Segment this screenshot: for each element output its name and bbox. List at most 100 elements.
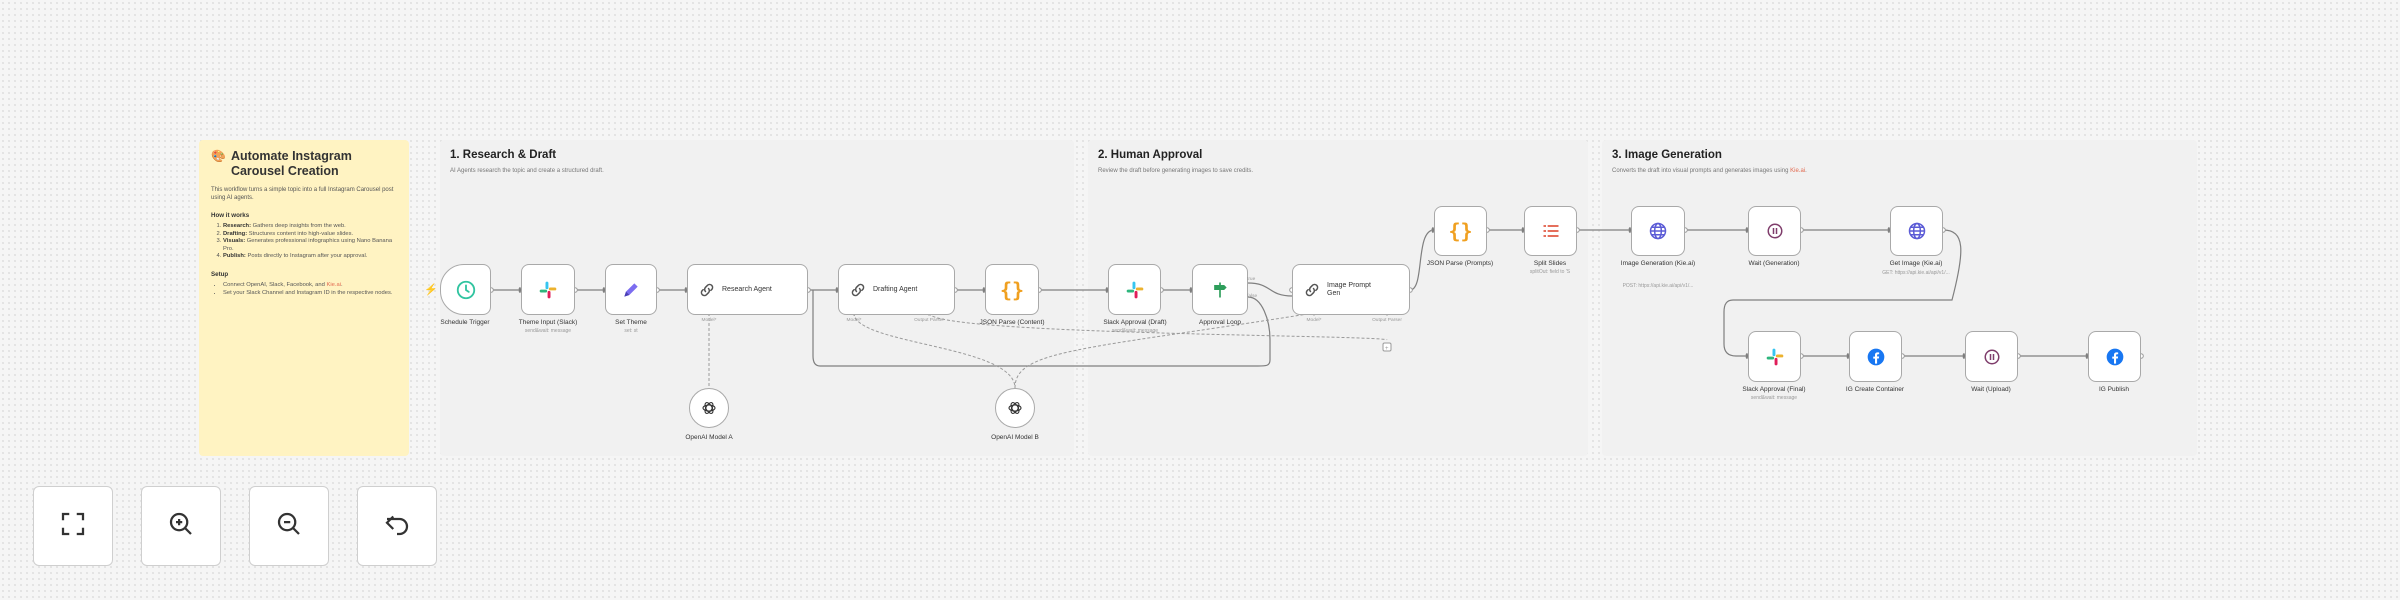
palette-emoji-icon: 🎨 — [211, 149, 226, 163]
facebook-icon — [2105, 347, 2125, 367]
zoom-in-icon — [166, 509, 196, 544]
node-label: Image Prompt Gen — [1327, 281, 1371, 297]
node-slack-approval-final[interactable] — [1748, 331, 1801, 382]
node-label: OpenAI Model A — [685, 434, 733, 441]
main-note-intro: This workflow turns a simple topic into … — [211, 187, 394, 201]
list-icon — [1541, 221, 1561, 241]
node-image-generation[interactable] — [1631, 206, 1685, 256]
pencil-icon — [621, 280, 641, 300]
node-label: Wait (Upload) — [1971, 386, 2011, 393]
output-label-false: false — [1247, 294, 1258, 299]
reset-zoom-button[interactable] — [357, 486, 437, 566]
facebook-icon — [1866, 347, 1886, 367]
node-label: IG Publish — [2099, 386, 2129, 393]
node-openai-model-a[interactable] — [689, 388, 729, 428]
main-note-title-row: 🎨 Automate Instagram Carousel Creation — [211, 149, 397, 179]
openai-icon — [1007, 400, 1023, 416]
slack-icon — [1125, 280, 1145, 300]
kie-ai-link[interactable]: Kie.ai — [326, 281, 341, 288]
braces-icon: {} — [999, 277, 1025, 302]
node-label: Drafting Agent — [873, 286, 918, 293]
port-label: Output Parser — [914, 318, 944, 323]
node-label: Set Theme — [615, 319, 647, 326]
svg-text:+: + — [1385, 346, 1389, 352]
section-title: 3. Image Generation — [1612, 149, 1722, 161]
connection-output-parser — [928, 312, 1388, 341]
node-subtitle: send&wait: message — [1750, 395, 1798, 401]
list-item: Publish: Posts directly to Instagram aft… — [223, 253, 397, 261]
node-subtitle: POST: https://api.kie.ai/api/v1/... — [1622, 283, 1694, 289]
clock-icon — [455, 279, 477, 301]
fit-view-icon — [58, 509, 88, 544]
node-approval-loop[interactable] — [1192, 264, 1248, 315]
signpost-icon — [1210, 280, 1230, 300]
node-label: Wait (Generation) — [1748, 260, 1800, 267]
list-item: Set your Slack Channel and Instagram ID … — [223, 290, 397, 298]
node-label: Slack Approval (Draft) — [1103, 319, 1167, 326]
main-sticky-note[interactable]: 🎨 Automate Instagram Carousel Creation T… — [199, 140, 409, 456]
zoom-out-button[interactable] — [249, 486, 329, 566]
node-subtitle: send&wait: message — [1111, 328, 1159, 334]
port-label: Model* — [846, 318, 862, 323]
list-item: Drafting: Structures content into high-v… — [223, 231, 397, 239]
zoom-out-icon — [274, 509, 304, 544]
globe-icon — [1648, 221, 1668, 241]
node-schedule-trigger[interactable] — [440, 264, 491, 315]
section-note-image-generation[interactable]: 3. Image Generation Converts the draft i… — [1602, 140, 2197, 456]
pause-icon — [1766, 222, 1784, 240]
link-icon — [698, 281, 716, 299]
node-label: Research Agent — [722, 286, 772, 293]
section-description: Review the draft before generating image… — [1098, 168, 1254, 174]
slack-icon — [538, 280, 558, 300]
node-subtitle: GET: https://api.kie.ai/api/v1/... — [1882, 270, 1950, 276]
node-label: IG Create Container — [1845, 386, 1905, 393]
node-label: Slack Approval (Final) — [1742, 386, 1806, 393]
connection-ai-model — [853, 312, 1016, 389]
node-ig-create-container[interactable] — [1849, 331, 1902, 382]
node-label: JSON Parse (Content) — [979, 319, 1045, 326]
link-icon — [849, 281, 867, 299]
port-label: Output Parser — [1372, 318, 1402, 323]
output-label-true: true — [1247, 277, 1256, 282]
node-label: JSON Parse (Prompts) — [1426, 260, 1494, 267]
section-description: Converts the draft into visual prompts a… — [1612, 168, 1807, 174]
connection-wrap — [1723, 229, 1962, 357]
node-openai-model-b[interactable] — [995, 388, 1035, 428]
list-item: Connect OpenAI, Slack, Facebook, and Kie… — [223, 282, 397, 290]
connection-approval-false-loop — [812, 290, 1271, 367]
node-json-parse-content[interactable]: {} — [985, 264, 1039, 315]
node-split-slides[interactable] — [1524, 206, 1577, 256]
node-label: Approval Loop — [1199, 319, 1241, 326]
connection — [1409, 229, 1435, 291]
node-drafting-agent[interactable]: Drafting Agent — [838, 264, 955, 315]
port-label: Model* — [1306, 318, 1322, 323]
node-ig-publish[interactable] — [2088, 331, 2141, 382]
trigger-bolt-icon: ⚡ — [424, 284, 438, 296]
list-item: Research: Gathers deep insights from the… — [223, 223, 397, 231]
zoom-to-fit-button[interactable] — [33, 486, 113, 566]
section-title: 1. Research & Draft — [450, 149, 557, 161]
node-get-image[interactable] — [1890, 206, 1943, 256]
node-image-prompt-gen[interactable]: Image Prompt Gen — [1292, 264, 1410, 315]
how-it-works-heading: How it works — [211, 212, 250, 219]
node-wait-generation[interactable] — [1748, 206, 1801, 256]
setup-list: Connect OpenAI, Slack, Facebook, and Kie… — [211, 282, 397, 297]
list-item: Visuals: Generates professional infograp… — [223, 238, 397, 253]
node-subtitle: splitOut: field to 'S — [1529, 269, 1571, 275]
section-description: AI Agents research the topic and create … — [450, 168, 604, 174]
section-title: 2. Human Approval — [1098, 149, 1203, 161]
node-json-parse-prompts[interactable]: {} — [1434, 206, 1487, 256]
node-label: Image Generation (Kie.ai) — [1620, 260, 1696, 267]
node-subtitle: set: st — [624, 328, 638, 334]
node-slack-approval-draft[interactable] — [1108, 264, 1161, 315]
link-icon — [1303, 281, 1321, 299]
kie-ai-link[interactable]: Kie.ai — [1790, 168, 1806, 174]
pause-icon — [1983, 348, 2001, 366]
node-set-theme[interactable] — [605, 264, 657, 315]
port-label: Model* — [701, 318, 717, 323]
zoom-in-button[interactable] — [141, 486, 221, 566]
node-theme-input-slack[interactable] — [521, 264, 575, 315]
node-research-agent[interactable]: Research Agent — [687, 264, 808, 315]
node-wait-upload[interactable] — [1965, 331, 2018, 382]
node-label: Split Slides — [1533, 260, 1567, 267]
